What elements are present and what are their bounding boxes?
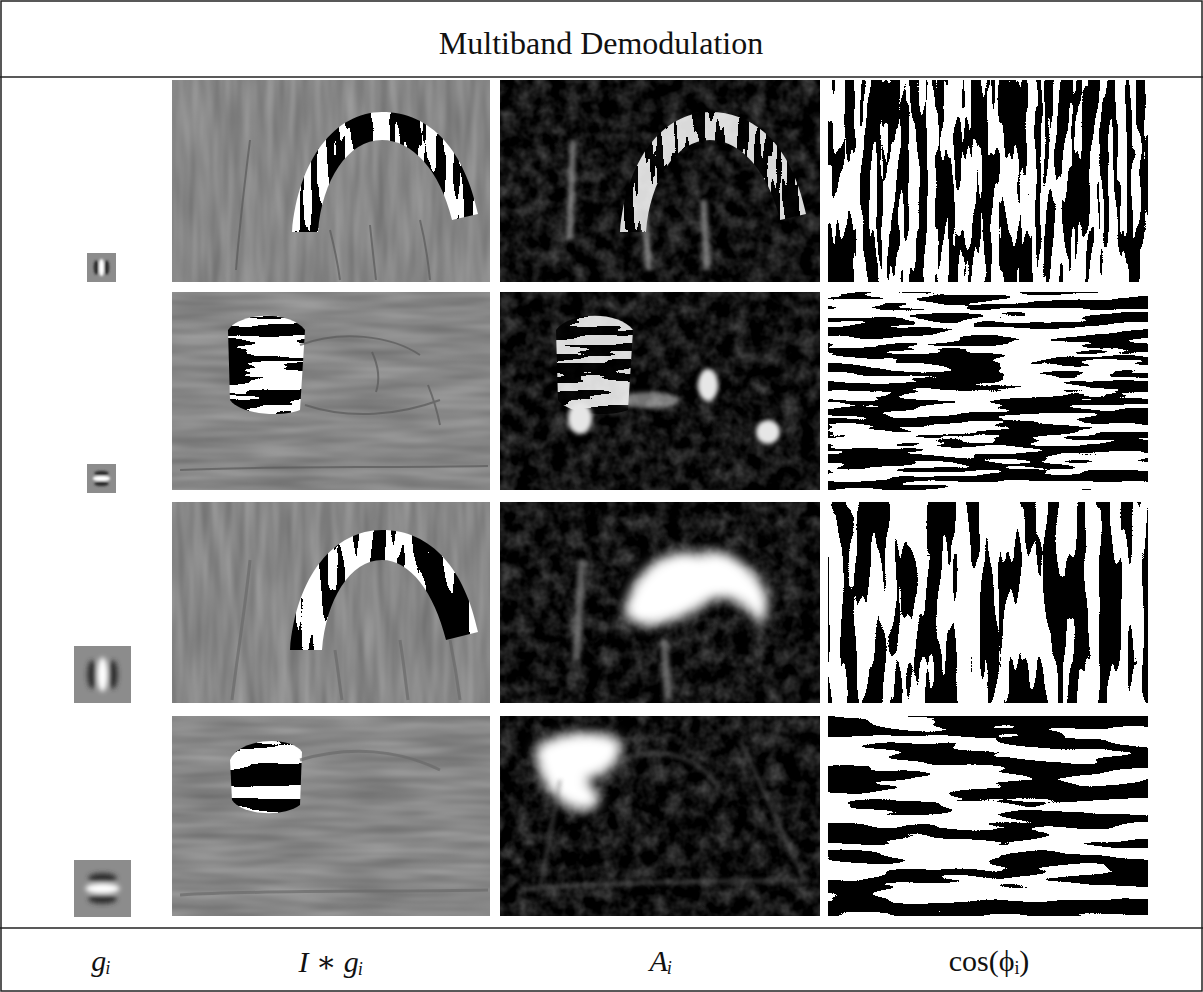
filtered-image [172,716,490,916]
column-label: I ∗ gᵢ [298,944,363,979]
phase-map [828,80,1148,282]
table-rule [0,76,1203,78]
filtered-image [172,80,490,282]
phase-map [828,292,1148,490]
gabor-filter [74,860,131,917]
figure-title: Multiband Demodulation [439,25,763,62]
amplitude-map [500,716,820,916]
filtered-image [172,292,490,490]
amplitude-map [500,292,820,490]
column-label: gᵢ [91,944,111,978]
column-label: cos(ϕᵢ) [949,944,1030,978]
phase-map [828,716,1148,916]
column-label: Aᵢ [649,944,672,978]
gabor-filter [74,646,131,703]
gabor-filter [87,253,116,282]
filtered-image [172,502,490,703]
amplitude-map [500,502,820,703]
gabor-filter [87,464,116,493]
phase-map [828,502,1148,703]
amplitude-map [500,80,820,282]
table-rule [0,927,1203,929]
